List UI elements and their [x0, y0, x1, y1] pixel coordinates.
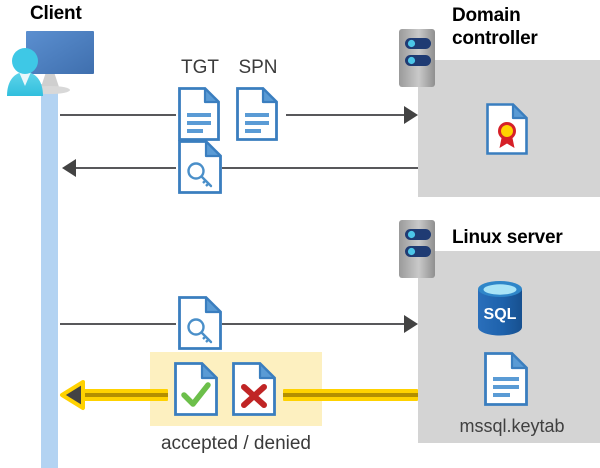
- domain-controller-server-icon: [398, 28, 440, 88]
- msg-ticket-presented-line-left: [60, 323, 176, 325]
- certificate-document-icon: [486, 103, 528, 155]
- accepted-denied-caption: accepted / denied: [160, 433, 311, 454]
- msg-auth-result-line-left: [72, 389, 168, 401]
- msg-ticket-response-line-right: [222, 167, 418, 169]
- spn-label: SPN: [238, 57, 278, 78]
- tgt-document-icon: [178, 87, 220, 141]
- keytab-document-icon: [484, 352, 528, 406]
- sql-database-icon: SQL: [474, 279, 526, 337]
- msg-ticket-presented-arrowhead-right: [404, 314, 420, 334]
- msg-auth-result-line-right: [283, 389, 418, 401]
- domain-controller-label: Domain controller: [452, 4, 600, 50]
- msg-tgt-spn-line-right: [286, 114, 412, 116]
- msg-tgt-spn-line-left: [60, 114, 176, 116]
- client-label: Client: [30, 3, 82, 24]
- sql-database-text: SQL: [484, 306, 517, 323]
- keytab-filename-label: mssql.keytab: [459, 416, 565, 436]
- msg-auth-result-arrowhead-left: [58, 379, 86, 411]
- accepted-check-document-icon: [174, 362, 218, 416]
- client-icon: [2, 28, 98, 98]
- client-lifeline: [41, 84, 58, 468]
- domain-controller-label-line1: Domain: [452, 5, 521, 26]
- msg-ticket-response-arrowhead-left: [60, 158, 78, 178]
- ticket-key-document-icon-upper: [178, 140, 222, 194]
- tgt-label: TGT: [181, 57, 219, 78]
- msg-ticket-presented-line-right: [222, 323, 412, 325]
- ticket-key-document-icon-lower: [178, 296, 222, 350]
- msg-ticket-response-line-left: [76, 167, 176, 169]
- linux-server-label: Linux server: [452, 227, 563, 248]
- spn-document-icon: [236, 87, 278, 141]
- linux-server-server-icon: [398, 219, 440, 279]
- msg-tgt-spn-arrowhead-right: [404, 105, 420, 125]
- denied-cross-document-icon: [232, 362, 276, 416]
- domain-controller-label-line2: controller: [452, 28, 538, 49]
